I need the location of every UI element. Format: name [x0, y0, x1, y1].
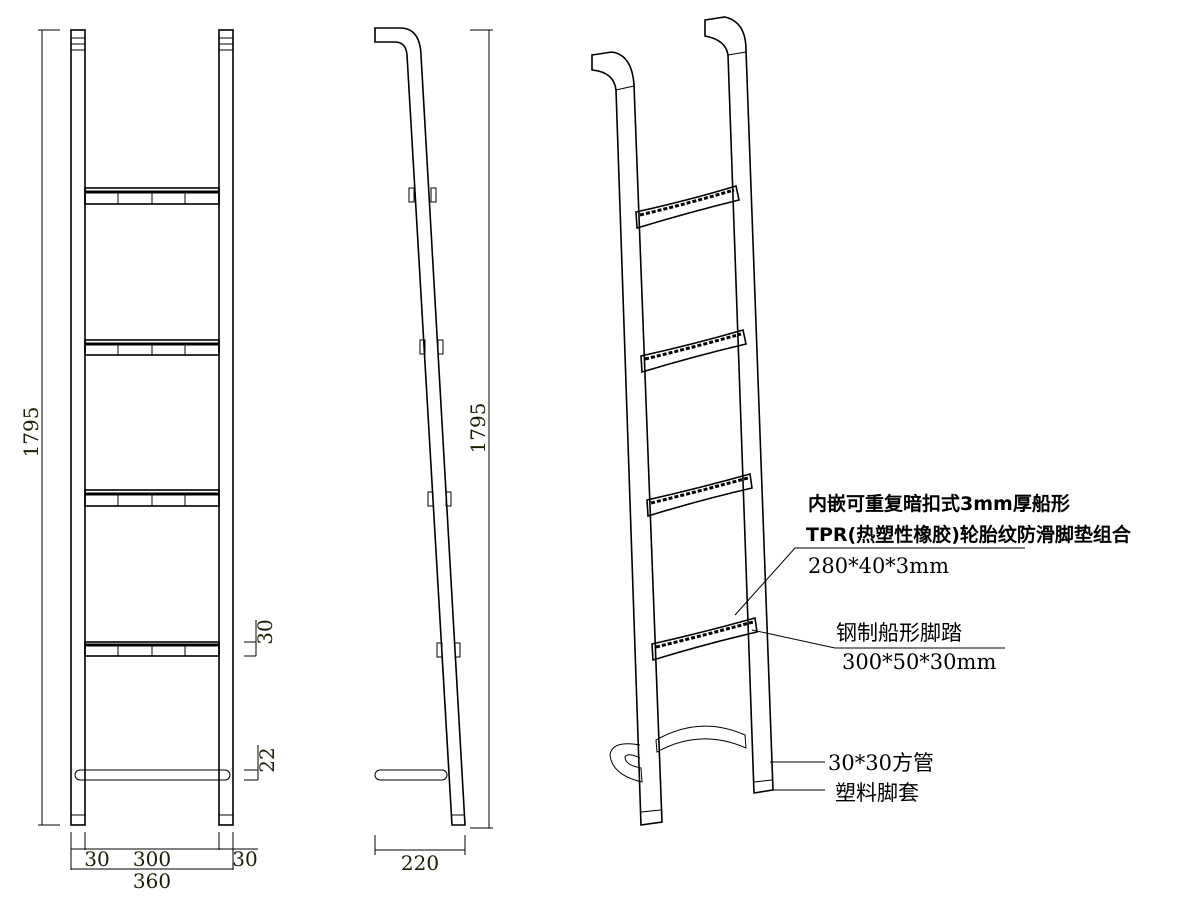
right-rail [218, 29, 234, 826]
iso-steps [635, 184, 758, 662]
front-rungs [84, 187, 220, 657]
iso-foot-bar [609, 725, 747, 783]
rung [84, 489, 220, 507]
iso-right-rail [704, 16, 774, 794]
step-label: 钢制船形脚踏 [836, 621, 962, 645]
pad-label-line2: TPR(热塑性橡胶)轮胎纹防滑脚垫组合 [806, 523, 1132, 546]
step [651, 616, 758, 662]
pad-label-line1: 内嵌可重复暗扣式3mm厚船形 [808, 492, 1070, 515]
rung-gap-dim: 30 [253, 619, 277, 644]
width-right-dim: 30 [232, 847, 257, 871]
side-brackets [408, 187, 461, 658]
tube-label: 30*30方管 [828, 751, 934, 775]
rung [84, 187, 220, 205]
rung [84, 339, 220, 356]
step-size: 300*50*30mm [842, 650, 996, 674]
side-view: 1795 220 [374, 27, 493, 875]
bottom-foot-bar [74, 769, 231, 781]
iso-left-rail [591, 51, 663, 826]
left-rail [70, 29, 86, 826]
rung [84, 641, 220, 657]
foot-cap-label: 塑料脚套 [835, 781, 919, 805]
pad-size: 280*40*3mm [808, 554, 949, 578]
width-total-dim: 360 [133, 869, 171, 893]
isometric-view [591, 16, 774, 826]
step [635, 184, 740, 230]
width-left-dim: 30 [84, 847, 109, 871]
leader-lines [734, 547, 1025, 791]
front-view: 1795 30 22 30 300 30 360 [19, 29, 279, 893]
side-rail [374, 27, 466, 826]
side-foot-bar [374, 769, 448, 781]
step [640, 328, 747, 374]
bar-dim: 22 [255, 747, 279, 772]
front-height-dim: 1795 [19, 407, 43, 458]
width-mid-dim: 300 [133, 847, 171, 871]
depth-dim: 220 [401, 851, 439, 875]
step [646, 472, 753, 518]
side-height-dim: 1795 [466, 403, 490, 454]
